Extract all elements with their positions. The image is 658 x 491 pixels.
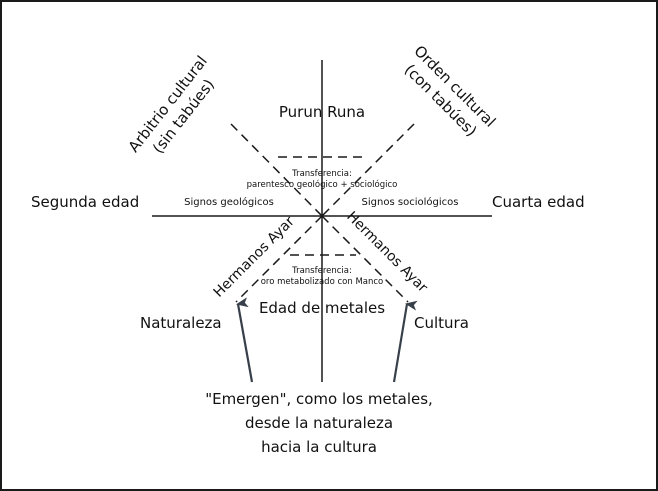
transfer-top-title: Transferencia: — [291, 169, 352, 179]
label-signos-geologicos: Signos geológicos — [184, 196, 274, 208]
caption-line-2: desde la naturaleza — [245, 414, 393, 432]
label-segunda-edad: Segunda edad — [31, 193, 139, 211]
arrow-naturaleza — [236, 297, 254, 383]
label-purun-runa: Purun Runa — [279, 103, 365, 121]
label-edad-metales: Edad de metales — [259, 299, 385, 317]
diagonal-upper-right — [321, 123, 415, 217]
label-cultura: Cultura — [414, 314, 469, 332]
transfer-bottom-title: Transferencia: — [291, 266, 352, 276]
diagonal-upper-left — [230, 123, 323, 217]
label-hermanos-ayar-left: Hermanos Ayar — [211, 213, 298, 300]
caption-line-1: "Emergen", como los metales, — [205, 390, 433, 408]
label-cuarta-edad: Cuarta edad — [492, 193, 585, 211]
transfer-bottom-text: oro metabolizado con Manco — [261, 277, 384, 287]
diagonal-lower-right — [321, 215, 409, 303]
caption-line-3: hacia la cultura — [261, 438, 377, 456]
diagonal-lower-left — [235, 215, 323, 303]
transfer-top-text: parentesco geológico + sociológico — [247, 179, 398, 190]
arrow-cultura — [392, 300, 418, 383]
label-naturaleza: Naturaleza — [140, 314, 222, 332]
label-signos-sociologicos: Signos sociológicos — [362, 196, 459, 208]
